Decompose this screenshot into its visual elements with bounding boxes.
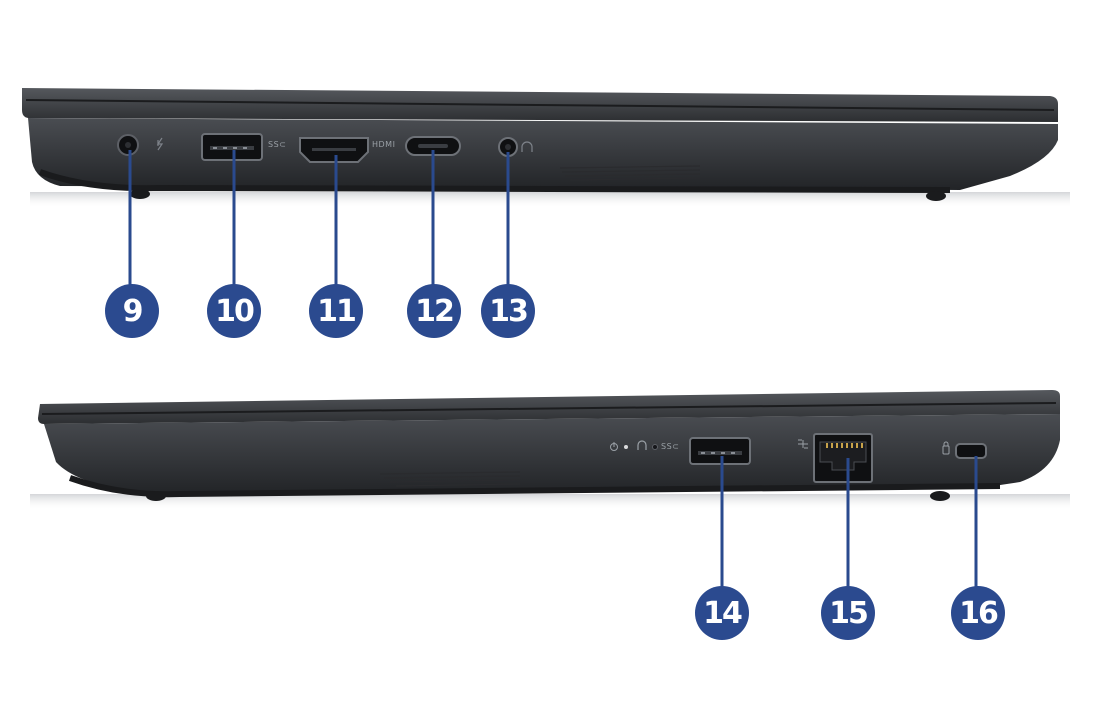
base-bottom	[38, 169, 951, 193]
callout-line-9	[128, 150, 132, 285]
base	[44, 414, 1060, 494]
callout-badge-10: 10	[207, 284, 261, 338]
security-lock-slot-icon	[942, 441, 987, 459]
callout-badge-9: 9	[105, 284, 159, 338]
usb-ss-label: SS⊂	[661, 442, 680, 451]
callout-line-16	[974, 456, 978, 589]
callout-badge-14: 14	[695, 586, 749, 640]
callout-line-11	[334, 155, 338, 285]
floor-shadow	[30, 192, 1070, 208]
callout-line-12	[431, 150, 435, 285]
ethernet-icon	[798, 433, 873, 483]
power-connector-icon	[117, 134, 164, 156]
hdmi-label: HDMI	[372, 140, 396, 149]
usb-a-icon	[201, 133, 263, 161]
vent-grille	[559, 165, 701, 181]
callout-line-14	[720, 456, 724, 589]
vent-grille	[379, 471, 521, 487]
callout-badge-16: 16	[951, 586, 1005, 640]
laptop-left-side	[22, 88, 1070, 208]
callout-badge-13: 13	[481, 284, 535, 338]
lid-seam	[25, 99, 1055, 111]
usb-ss-label: SS⊂	[268, 140, 287, 149]
laptop-right-side	[30, 390, 1070, 510]
base-bottom	[68, 475, 1001, 498]
usb-a-icon	[689, 437, 751, 465]
callout-line-10	[232, 150, 236, 285]
callout-line-13	[506, 152, 510, 285]
callout-line-15	[846, 458, 850, 589]
callout-badge-12: 12	[407, 284, 461, 338]
foot	[930, 491, 950, 501]
base	[28, 118, 1058, 190]
foot	[130, 189, 150, 199]
foot	[146, 491, 166, 501]
foot	[926, 191, 946, 201]
hdmi-icon	[299, 137, 369, 163]
status-indicators	[610, 440, 658, 451]
callout-badge-15: 15	[821, 586, 875, 640]
lid	[38, 390, 1060, 424]
floor-shadow	[30, 494, 1070, 510]
callout-badge-11: 11	[309, 284, 363, 338]
lid-seam	[41, 402, 1057, 415]
